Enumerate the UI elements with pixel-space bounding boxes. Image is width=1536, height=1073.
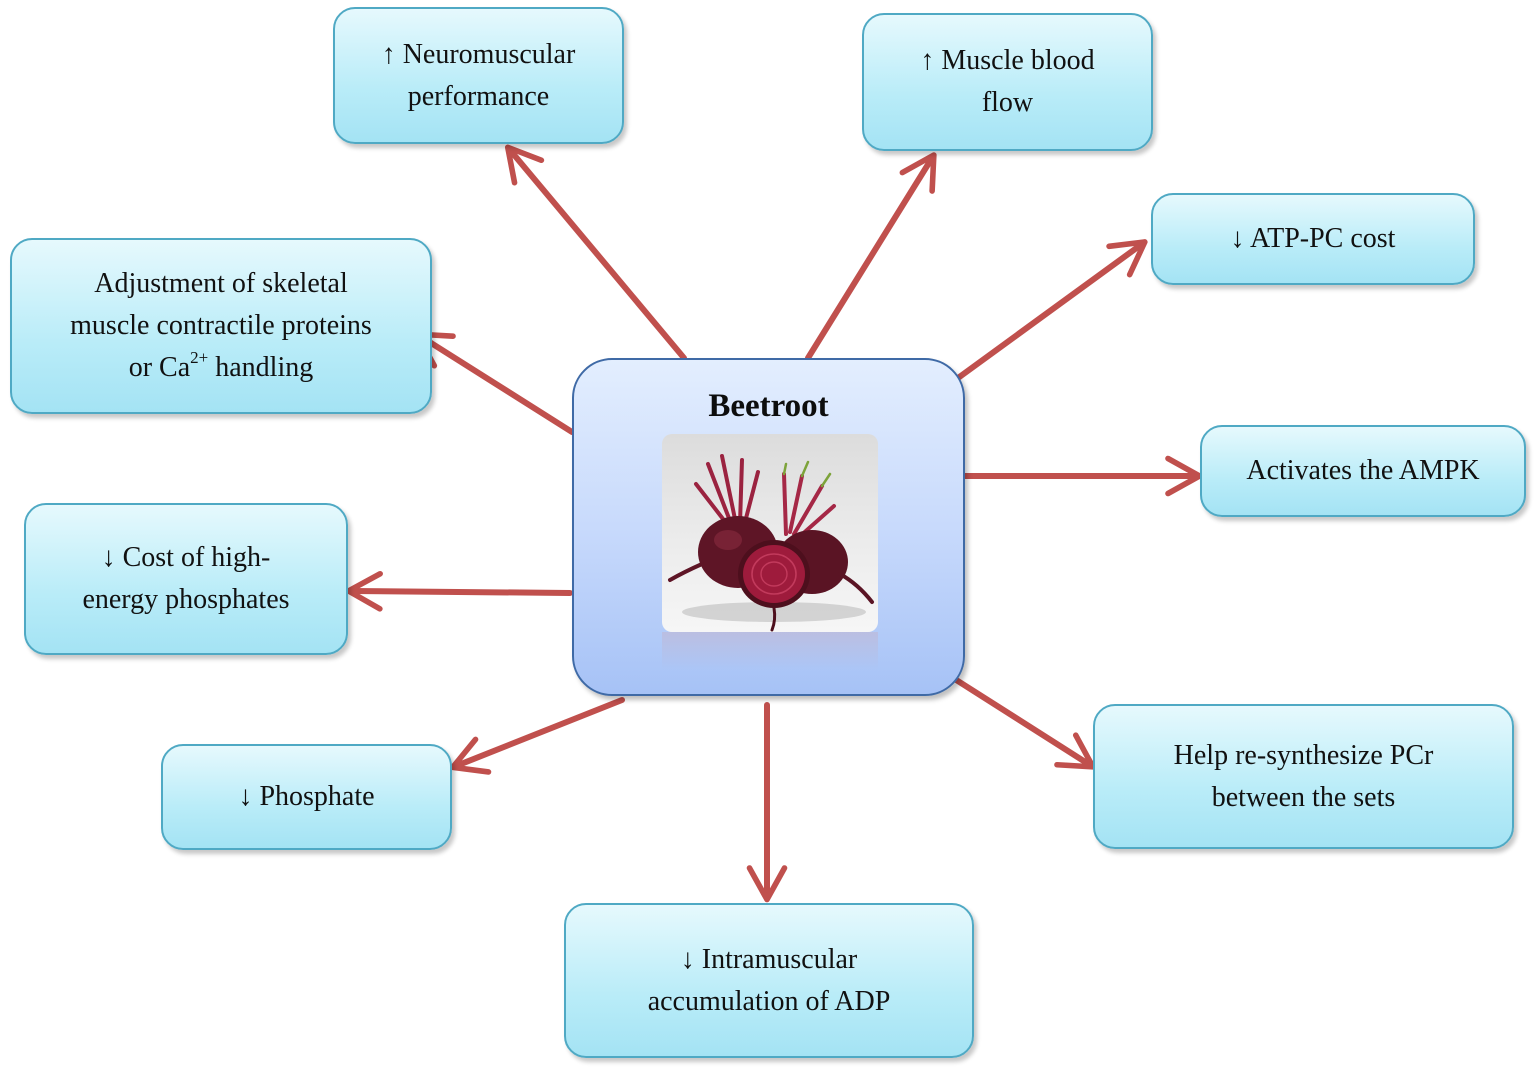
- node-resynthesize-pcr: Help re-synthesize PCr between the sets: [1093, 704, 1514, 849]
- node-text: Activates the AMPK: [1246, 455, 1480, 486]
- node-text-calcium: or Ca2+ handling: [70, 347, 372, 389]
- calcium-charge: 2+: [190, 348, 209, 367]
- node-text: muscle contractile proteins: [70, 310, 372, 341]
- arrow-to-neuromuscular: [504, 144, 687, 361]
- node-cost-high-energy-phosphates: ↓ Cost of high- energy phosphates: [24, 503, 348, 655]
- arrow-to-pcr: [947, 673, 1096, 770]
- center-node-beetroot: Beetroot: [572, 358, 965, 696]
- node-skeletal-muscle-adjustment: Adjustment of skeletal muscle contractil…: [10, 238, 432, 414]
- node-text: ↑ Neuromuscular: [381, 38, 576, 70]
- node-muscle-blood-flow: ↑ Muscle blood flow: [862, 13, 1153, 151]
- node-text: between the sets: [1211, 781, 1396, 813]
- handling-label: handling: [208, 352, 314, 383]
- node-text: accumulation of ADP: [647, 985, 891, 1017]
- node-text: ↓ Cost of high-: [101, 542, 271, 573]
- node-text: ↓ ATP-PC cost: [1230, 223, 1396, 254]
- node-text: performance: [407, 80, 550, 112]
- node-text: ↓ Phosphate: [238, 781, 375, 812]
- arrow-to-high-energy: [345, 570, 573, 612]
- node-neuromuscular-performance: ↑ Neuromuscular performance: [333, 7, 624, 144]
- center-title: Beetroot: [708, 388, 829, 424]
- arrow-to-blood-flow: [805, 152, 937, 361]
- node-text: ↑ Muscle blood: [920, 45, 1095, 76]
- beetroot-image: [662, 434, 878, 632]
- beetroot-reflection: [662, 632, 878, 670]
- node-activates-ampk: Activates the AMPK: [1200, 425, 1526, 517]
- node-text: ↓ Intramuscular: [680, 943, 858, 975]
- arrow-to-atp-pc: [955, 239, 1148, 381]
- node-atp-pc-cost: ↓ ATP-PC cost: [1151, 193, 1475, 285]
- node-text: flow: [981, 87, 1034, 118]
- node-text: energy phosphates: [82, 584, 290, 615]
- node-text: Adjustment of skeletal: [94, 268, 348, 299]
- beetroot-illustration: [668, 454, 874, 632]
- node-text: Help re-synthesize PCr: [1173, 739, 1434, 771]
- arrow-to-phosphate: [449, 697, 625, 775]
- calcium-label: or Ca: [128, 352, 191, 383]
- node-intramuscular-adp: ↓ Intramuscular accumulation of ADP: [564, 903, 974, 1058]
- node-phosphate: ↓ Phosphate: [161, 744, 452, 850]
- arrow-to-skeletal: [414, 331, 575, 435]
